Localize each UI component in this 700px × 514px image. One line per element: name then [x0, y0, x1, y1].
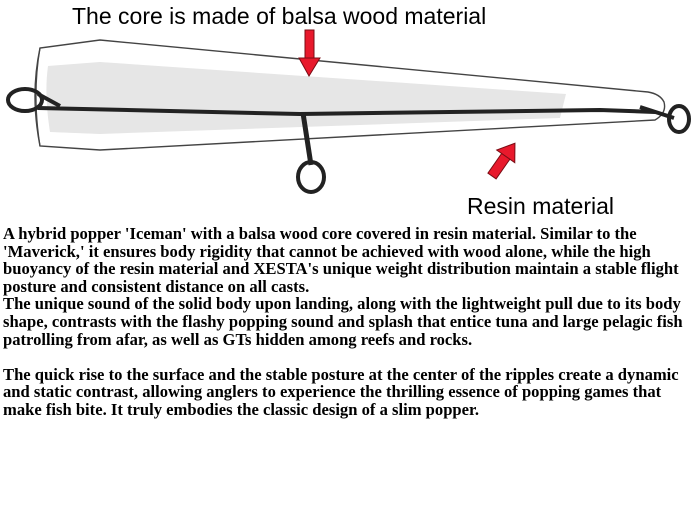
through-wire: [37, 106, 656, 117]
resin-label: Resin material: [467, 193, 614, 219]
belly-stem: [300, 112, 314, 166]
description-paragraph-3: The quick rise to the surface and the st…: [3, 364, 679, 419]
balsa-core: [46, 62, 566, 134]
lure-diagram: [6, 29, 691, 194]
front-eye-loop: [6, 87, 44, 113]
nose-cap-line: [35, 47, 41, 147]
description-paragraph-2: The unique sound of the solid body upon …: [3, 294, 683, 349]
front-eye-wire: [37, 92, 61, 108]
core-label: The core is made of balsa wood material: [72, 3, 487, 29]
belly-eye-loop: [296, 160, 326, 194]
description-paragraph-1: A hybrid popper 'Iceman' with a balsa wo…: [3, 224, 679, 296]
resin-arrow: [487, 142, 516, 180]
rear-eye-loop: [667, 104, 691, 134]
core-arrow: [298, 29, 321, 77]
rear-eye-wire: [639, 105, 675, 120]
product-description: A hybrid popper 'Iceman' with a balsa wo…: [3, 225, 697, 419]
